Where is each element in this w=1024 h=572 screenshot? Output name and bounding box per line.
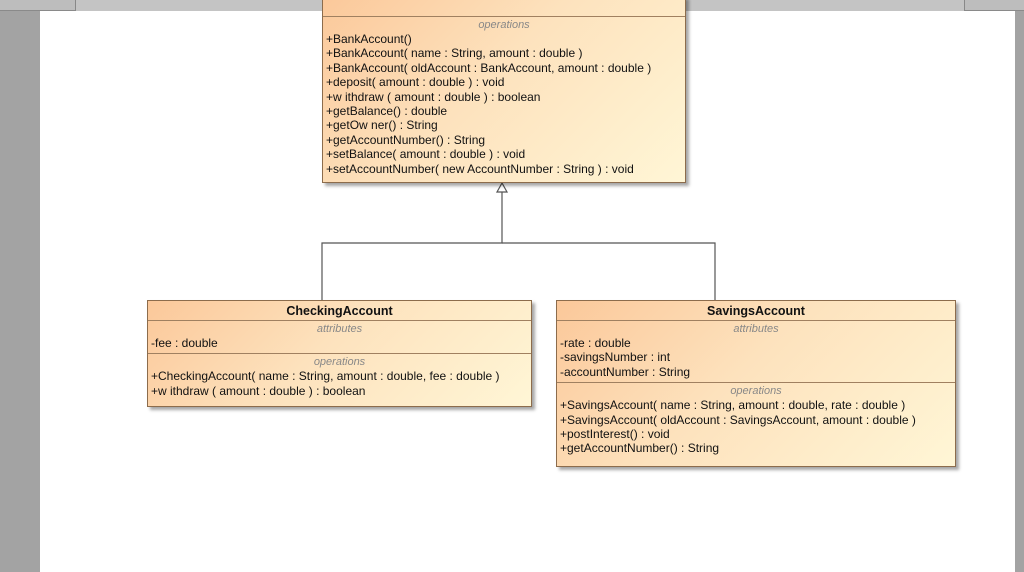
operations-label: operations	[313, 356, 366, 369]
class-name: SavingsAccount	[557, 301, 955, 321]
class-savings-account[interactable]: SavingsAccount attributes -rate : double…	[556, 300, 956, 467]
operation-row: +CheckingAccount( name : String, amount …	[151, 369, 500, 384]
attribute-row: -rate : double	[560, 336, 631, 350]
operations-label: operations	[730, 385, 782, 398]
operation-row: +BankAccount()	[326, 32, 412, 46]
attribute-row: -savingsNumber : int	[560, 350, 671, 365]
attributes-label: attributes	[733, 323, 779, 335]
operation-row: +w ithdraw ( amount : double ) : boolean	[326, 89, 541, 104]
operations-label: operations	[478, 19, 530, 31]
generalization-line-checking	[321, 192, 503, 300]
operation-row: +getAccountNumber() : String	[560, 441, 720, 456]
operation-row: +BankAccount( name : String, amount : do…	[326, 46, 583, 61]
class-checking-account[interactable]: CheckingAccount attributes -fee : double…	[147, 300, 532, 407]
operations-section: operations +BankAccount()+BankAccount( n…	[323, 17, 685, 179]
operation-row: +BankAccount( oldAccount : BankAccount, …	[326, 60, 652, 75]
attributes-label: attributes	[316, 323, 363, 335]
attributes-section: attributes -rate : double-savingsNumber …	[557, 321, 955, 384]
operations-section: operations +CheckingAccount( name : Stri…	[148, 354, 531, 401]
generalization-line-savings	[502, 242, 716, 300]
operation-row: +getBalance() : double	[326, 104, 448, 119]
operation-row: +setBalance( amount : double ) : void	[326, 147, 526, 162]
operation-row: +getOw ner() : String	[326, 118, 438, 133]
operations-section: operations +SavingsAccount( name : Strin…	[557, 383, 955, 459]
operation-row: +setAccountNumber( new AccountNumber : S…	[326, 161, 634, 176]
generalization-arrowhead	[495, 181, 509, 193]
class-title-section	[323, 0, 685, 17]
operation-row: +SavingsAccount( oldAccount : SavingsAcc…	[560, 412, 916, 427]
operation-row: +getAccountNumber() : String	[326, 132, 486, 147]
class-name: CheckingAccount	[148, 301, 531, 321]
attribute-row: -accountNumber : String	[560, 364, 691, 379]
operation-row: +deposit( amount : double ) : void	[326, 75, 505, 90]
operation-row: +postInterest() : void	[560, 427, 670, 442]
attribute-row: -fee : double	[151, 336, 218, 350]
operation-row: +w ithdraw ( amount : double ) : boolean	[151, 383, 366, 398]
class-bank-account[interactable]: operations +BankAccount()+BankAccount( n…	[322, 0, 686, 183]
attributes-section: attributes -fee : double	[148, 321, 531, 355]
operation-row: +SavingsAccount( name : String, amount :…	[560, 398, 906, 413]
